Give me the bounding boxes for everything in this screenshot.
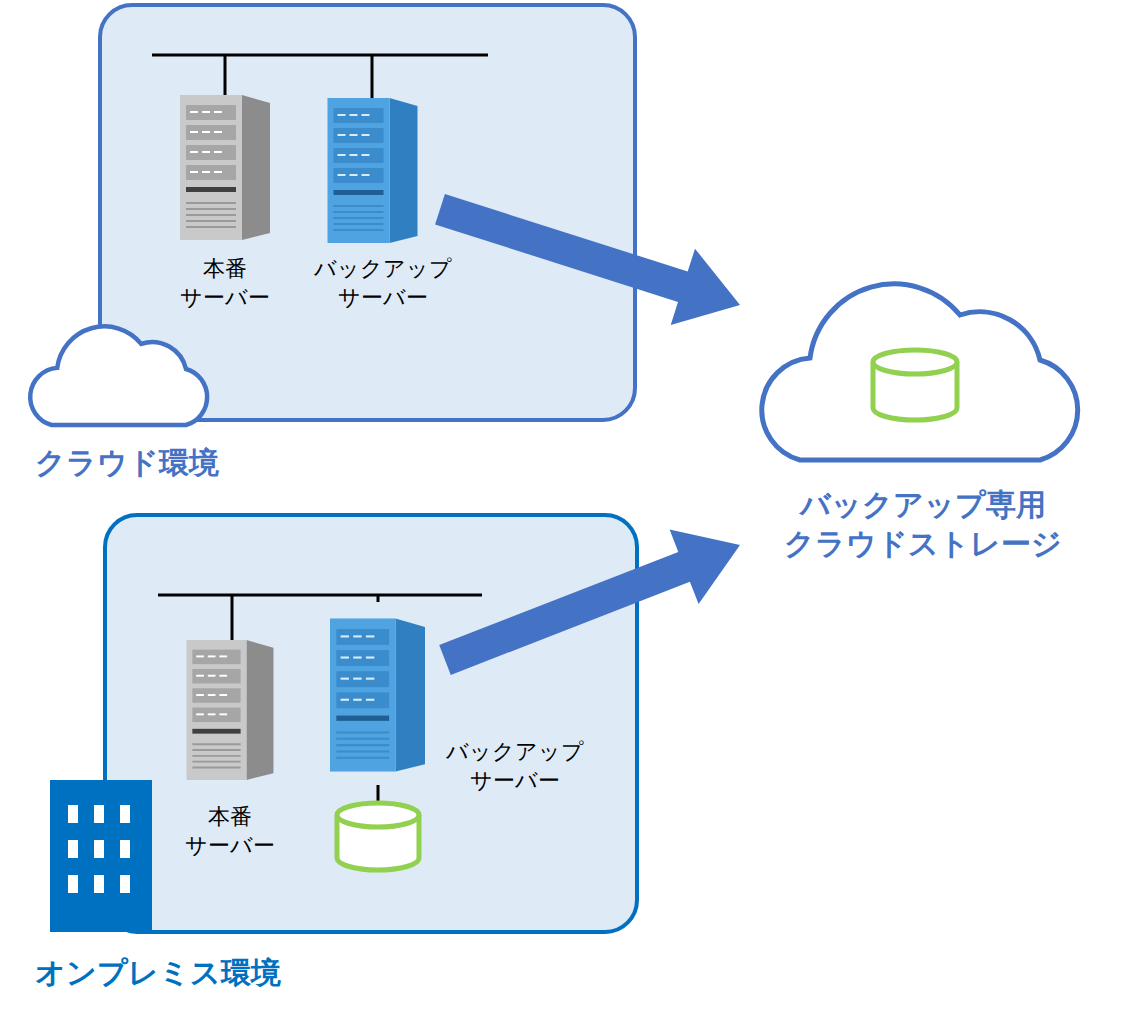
region-panel: オンプレミス環境本番 サーバーバックアップ サーバー xyxy=(105,515,637,932)
cloud-outline xyxy=(740,260,1105,472)
building-icon xyxy=(50,780,152,932)
server-label: 本番 サーバー xyxy=(165,255,285,312)
cloud-storage: バックアップ専用 クラウドストレージ xyxy=(740,260,1105,575)
network-bus xyxy=(158,595,482,805)
server-box: バックアップ サーバー xyxy=(325,100,440,310)
backup-arrow xyxy=(439,530,740,675)
cloud-icon xyxy=(30,326,207,425)
server-icon xyxy=(187,640,274,780)
server-label: バックアップ サーバー xyxy=(308,255,458,312)
cloud-label: バックアップ専用 クラウドストレージ xyxy=(740,485,1105,563)
panel-label: オンプレミス環境 xyxy=(35,955,281,991)
storage-cylinder xyxy=(337,803,419,870)
region-panel: クラウド環境本番 サーバーバックアップ サーバー xyxy=(100,5,635,420)
server-box: バックアップ サーバー xyxy=(330,600,445,790)
network-bus xyxy=(152,55,488,100)
region-panel xyxy=(105,515,637,932)
panel-label: クラウド環境 xyxy=(35,445,219,481)
server-icon xyxy=(180,95,270,240)
server-label: 本番 サーバー xyxy=(170,803,290,860)
server-label: バックアップ サーバー xyxy=(440,738,590,795)
server-icon xyxy=(328,98,418,243)
server-icon xyxy=(330,618,425,771)
server-box: 本番 サーバー xyxy=(180,95,270,310)
server-box: 本番 サーバー xyxy=(185,640,275,855)
backup-arrow xyxy=(435,194,740,325)
